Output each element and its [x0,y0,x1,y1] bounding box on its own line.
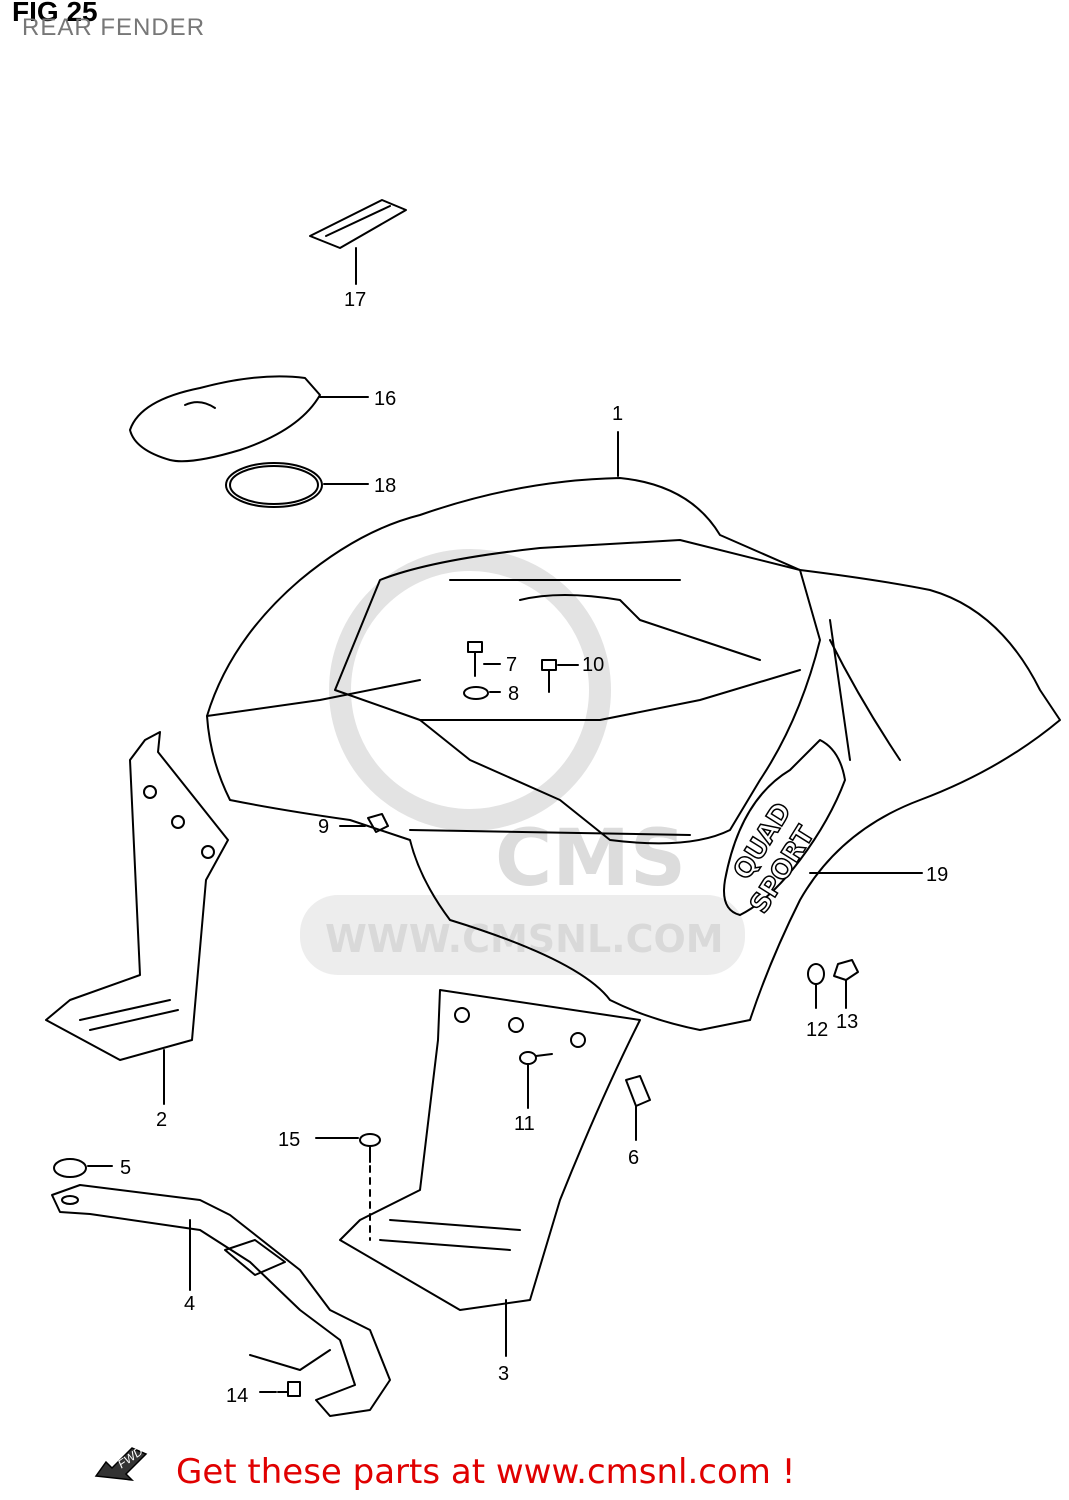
part-11-screw [519,1051,553,1109]
callout-6: 6 [628,1147,639,1169]
decal-text: QUAD SPORT [727,797,822,920]
part-13-nut [833,959,859,1009]
part-12-washer [807,963,825,1009]
watermark-logo: CMS [495,814,686,904]
part-7-bolt [467,641,501,677]
figure-subtitle: REAR FENDER [22,14,206,41]
callout-14: 14 [226,1385,248,1407]
part-2-footrest-left [45,731,229,1105]
callout-15: 15 [278,1129,300,1151]
callout-2: 2 [156,1109,167,1131]
part-19-decal [723,739,923,916]
promo-link[interactable]: Get these parts at www.cmsnl.com ! [176,1452,796,1492]
callout-13: 13 [836,1011,858,1033]
part-9-nut [339,813,389,833]
part-6-clip [625,1075,651,1141]
callout-1: 1 [612,403,623,425]
part-15-screw [315,1133,381,1241]
callout-18: 18 [374,475,396,497]
part-1-rear-fender [206,431,1061,1031]
watermark-url: WWW.CMSNL.COM [325,917,724,961]
part-14-bolt [249,1349,331,1397]
part-10-bolt [541,659,579,693]
part-4-bar [51,1184,391,1417]
callout-3: 3 [498,1363,509,1385]
part-5-cap [53,1158,113,1178]
callout-7: 7 [506,654,517,676]
callout-4: 4 [184,1293,195,1315]
callout-5: 5 [120,1157,131,1179]
callout-16: 16 [374,388,396,410]
fwd-arrow-icon: FWD [94,1444,148,1481]
callout-19: 19 [926,864,948,886]
callout-8: 8 [508,683,519,705]
callout-12: 12 [806,1019,828,1041]
part-18-ring [225,462,369,508]
callout-9: 9 [318,816,329,838]
watermark: CMS WWW.CMSNL.COM [300,549,745,975]
part-16-cover [129,375,369,463]
figure-label: FIG 25 [12,0,98,27]
part-3-footrest-right [339,989,641,1357]
callout-10: 10 [582,654,604,676]
callout-labels: 17 16 1 18 7 10 8 9 19 12 13 2 11 15 6 5… [120,289,948,1407]
part-17-reflector [309,199,407,285]
callout-17: 17 [344,289,366,311]
callout-11: 11 [514,1113,535,1135]
part-8-washer [463,686,501,700]
